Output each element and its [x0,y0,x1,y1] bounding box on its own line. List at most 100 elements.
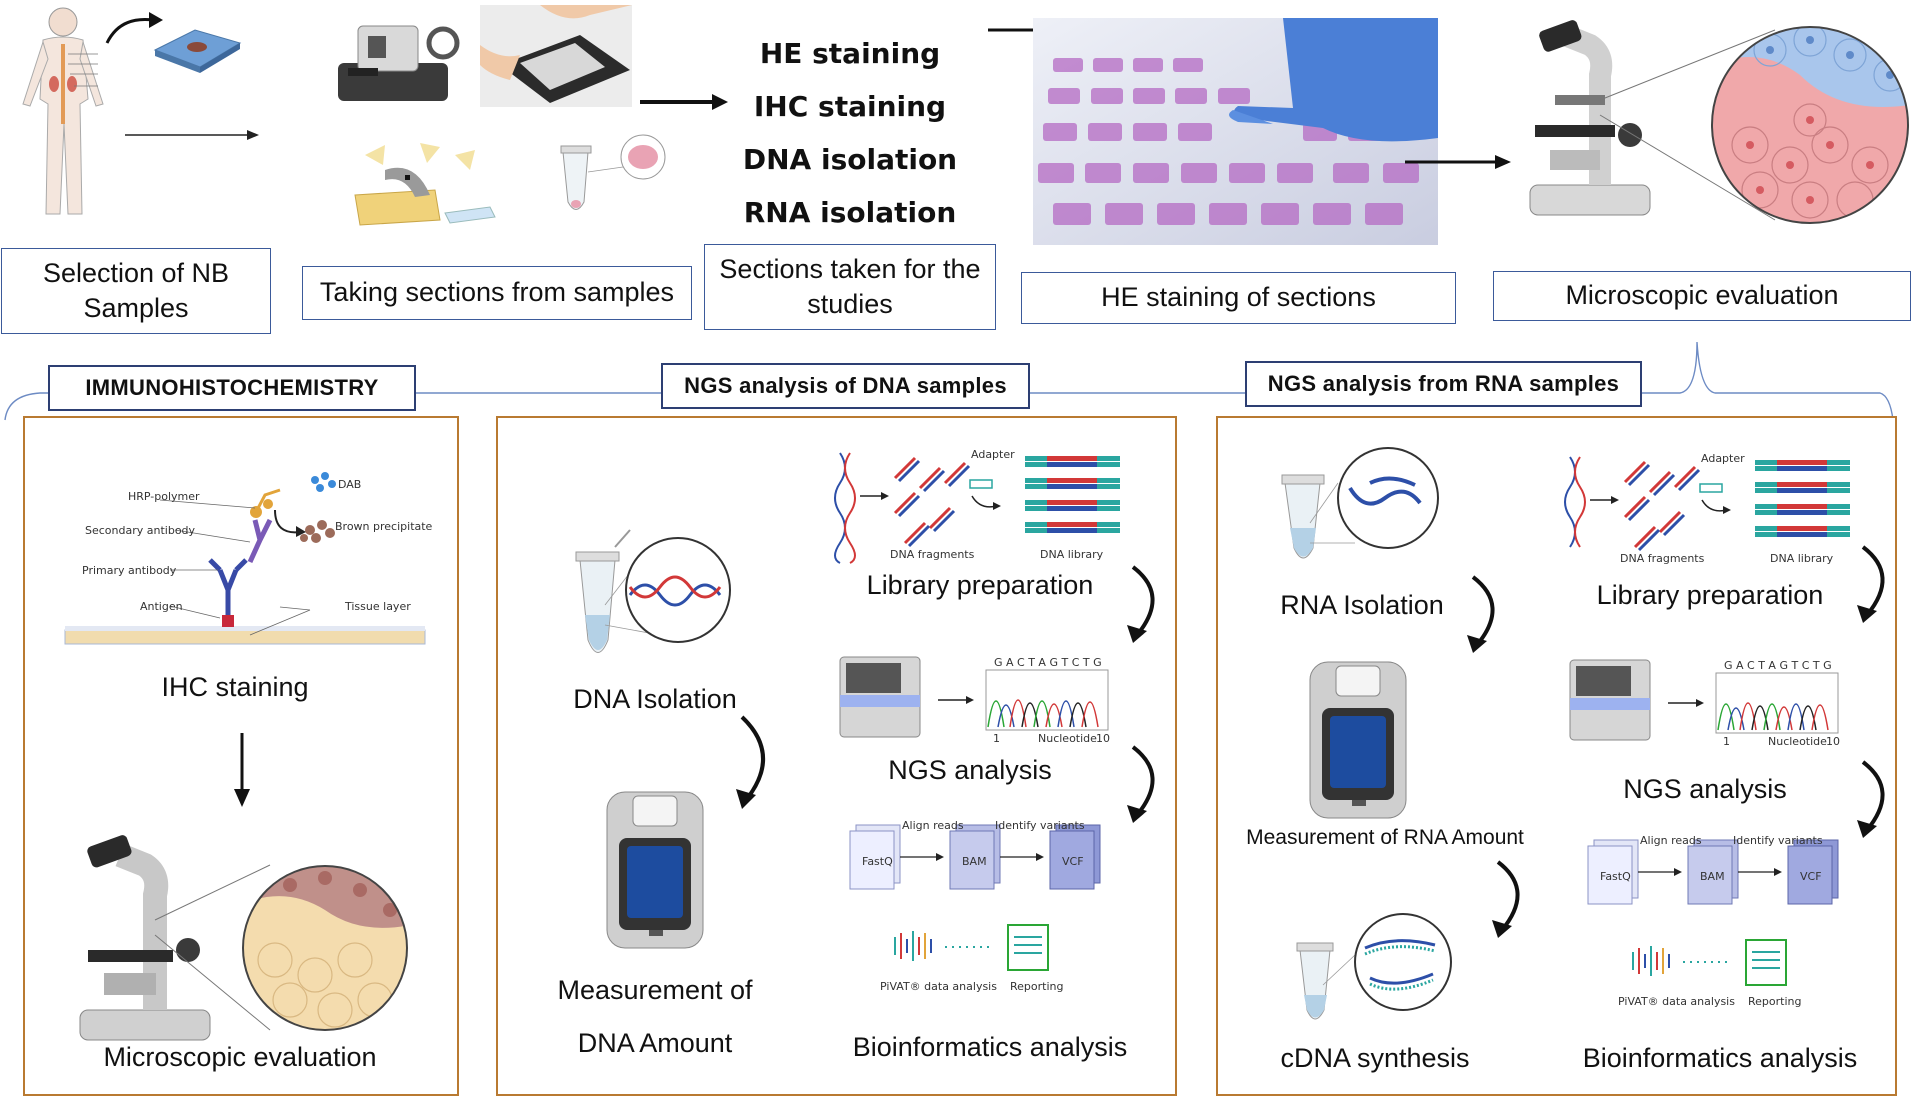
header-dna: NGS analysis of DNA samples [661,363,1030,409]
curved-arrow-icon [736,715,766,809]
micro-label: Microscopic evaluation [1565,280,1839,311]
rna-identify-label: Identify variants [1733,834,1823,847]
step-ihc-staining: IHC staining [753,90,947,123]
primary-label: Primary antibody [82,564,177,577]
bioinformatics-icon: FastQ BAM VCF Align reads Identify varia… [1587,834,1839,1008]
ihc-diagram: DAB HRP-polymer Brown precipitate Second… [64,472,433,645]
hrp-label: HRP-polymer [128,490,200,503]
dna-fastq-label: FastQ [862,855,893,868]
dna-library-prep-label: Library preparation [866,570,1094,600]
dna-tube-icon [575,529,731,653]
tissue-section-icon [354,143,496,226]
sections-taken-box: Sections taken for the studies [704,244,996,330]
ihc-staining-label: IHC staining [161,672,309,702]
rna-library-label: DNA library [1770,552,1834,565]
rna-axis-label: Nucleotide [1768,735,1827,748]
dna-bam-label: BAM [962,855,987,868]
rna-isolation-label: RNA Isolation [1280,590,1444,620]
sections-box: Taking sections from samples [302,266,692,320]
dna-axis-end: 10 [1096,732,1110,745]
microscope-icon [1529,20,1909,224]
step-he-staining: HE staining [759,37,941,70]
rna-tube-icon [1281,447,1439,559]
curved-arrow-icon [1127,745,1155,823]
dna-measurement-label-1: Measurement of [557,975,753,1005]
header-ihc: IMMUNOHISTOCHEMISTRY [48,365,416,411]
sequencer-icon: G A C T A G T C T G 1 Nucleotide 10 [1569,659,1840,748]
arrow-icon [640,94,728,110]
rna-axis-start: 1 [1723,735,1730,748]
cdna-tube-icon [1296,913,1452,1020]
selection-box: Selection of NB Samples [1,248,271,334]
rna-bam-label: BAM [1700,870,1725,883]
arrow-icon [125,130,259,140]
rna-reporting-label: Reporting [1748,995,1801,1008]
dna-isolation-label: DNA Isolation [573,684,737,714]
cdna-label: cDNA synthesis [1280,1043,1470,1073]
sections-taken-label: Sections taken for the studies [719,253,981,319]
tissue-label: Tissue layer [344,600,411,613]
curved-arrow-icon [1857,760,1885,838]
he-box: HE staining of sections [1021,272,1456,324]
dna-axis-label: Nucleotide [1038,732,1097,745]
curved-arrow-icon [1127,565,1155,643]
step-rna-isolation: RNA isolation [743,196,957,229]
dna-reporting-label: Reporting [1010,980,1063,993]
micro-box: Microscopic evaluation [1493,271,1911,321]
antigen-label: Antigen [140,600,183,613]
down-arrow-icon [234,733,250,807]
bioinformatics-icon: FastQ BAM VCF Align reads Identify varia… [849,819,1101,993]
tissue-cassette-icon [153,29,242,73]
dna-identify-label: Identify variants [995,819,1085,832]
selection-label: Selection of NB Samples [42,257,230,323]
curved-arrow-icon [1467,575,1495,653]
dab-label: DAB [338,478,361,491]
library-prep-icon: Adapter DNA fragments DNA library [1564,452,1850,565]
rna-axis-end: 10 [1826,735,1840,748]
sample-tube-icon [560,134,666,210]
dna-vcf-label: VCF [1062,855,1084,868]
dna-measurement-label-2: DNA Amount [577,1028,733,1058]
rna-adapter-label: Adapter [1701,452,1745,465]
rna-ngs-label: NGS analysis [1623,774,1787,804]
curved-arrow-icon [105,12,163,44]
rna-pivat-label: PiVAT® data analysis [1618,995,1735,1008]
rna-align-label: Align reads [1640,834,1702,847]
arrow-icon [1405,155,1511,169]
sequencer-icon: G A C T A G T C T G 1 Nucleotide 10 [839,656,1110,745]
rna-bioinfo-label: Bioinformatics analysis [1582,1043,1858,1073]
brown-label: Brown precipitate [335,520,433,533]
sectioning-photo [480,5,632,107]
dna-adapter-label: Adapter [971,448,1015,461]
secondary-label: Secondary antibody [85,524,196,537]
dna-align-label: Align reads [902,819,964,832]
fluorometer-icon [1309,661,1407,819]
rna-fastq-label: FastQ [1600,870,1631,883]
curved-arrow-icon [1857,545,1885,623]
dna-pivat-label: PiVAT® data analysis [880,980,997,993]
rna-fragments-label: DNA fragments [1620,552,1705,565]
curved-arrow-icon [1492,860,1520,938]
he-slides-photo [1033,18,1438,245]
dna-bioinfo-label: Bioinformatics analysis [852,1032,1128,1062]
dna-axis-start: 1 [993,732,1000,745]
header-rna: NGS analysis from RNA samples [1245,361,1642,407]
dna-library-label: DNA library [1040,548,1104,561]
dna-seq-label: G A C T A G T C T G [994,656,1102,669]
step-dna-isolation: DNA isolation [742,143,958,176]
sections-label: Taking sections from samples [319,277,675,308]
brace-line [4,341,1894,421]
rna-vcf-label: VCF [1800,870,1822,883]
microtome-icon [338,25,460,101]
he-label: HE staining of sections [1101,282,1376,313]
library-prep-icon: Adapter DNA fragments DNA library [834,448,1120,564]
fluorometer-icon [606,791,704,949]
rna-measurement-label: Measurement of RNA Amount [1246,826,1524,849]
ihc-micro-label: Microscopic evaluation [103,1042,377,1072]
dna-fragments-label: DNA fragments [890,548,975,561]
human-body-icon [22,7,104,215]
dna-ngs-label: NGS analysis [888,755,1052,785]
ihc-microscope-icon [79,835,408,1041]
rna-library-prep-label: Library preparation [1596,580,1824,610]
rna-seq-label: G A C T A G T C T G [1724,659,1832,672]
